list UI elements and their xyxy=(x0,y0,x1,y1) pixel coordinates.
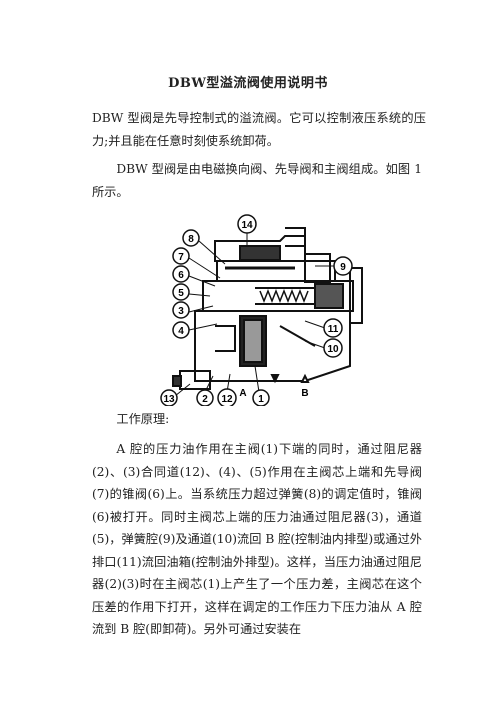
port-label-a: A xyxy=(239,388,246,399)
document-title: DBW型溢流阀使用说明书 xyxy=(168,76,328,91)
principle-paragraph: A 腔的压力油作用在主阀(1)下端的同时，通过阻尼器(2)、(3)合同道(12)… xyxy=(92,442,422,636)
callout-6: 6 xyxy=(172,265,190,283)
callout-4: 4 xyxy=(172,321,190,339)
leader-lines xyxy=(174,232,335,397)
svg-text:11: 11 xyxy=(328,324,339,335)
callout-10: 10 xyxy=(323,338,343,358)
svg-text:14: 14 xyxy=(241,220,253,231)
svg-text:B: B xyxy=(301,388,308,399)
svg-text:6: 6 xyxy=(178,270,184,281)
valve-diagram: 14 8 7 6 5 3 4 9 11 10 13 2 12 A 1 B xyxy=(160,214,363,406)
svg-text:8: 8 xyxy=(188,234,194,245)
callout-8: 8 xyxy=(182,229,200,247)
svg-text:9: 9 xyxy=(340,262,346,273)
callout-1: 1 xyxy=(252,389,270,406)
svg-text:3: 3 xyxy=(178,306,184,317)
svg-text:4: 4 xyxy=(178,326,184,337)
composition-paragraph: DBW 型阀是由电磁换向阀、先导阀和主阀组成。如图 1 所示。 xyxy=(92,162,422,199)
callout-13: 13 xyxy=(160,389,178,406)
callout-2: 2 xyxy=(196,389,214,406)
svg-text:A: A xyxy=(239,388,246,399)
callout-14: 14 xyxy=(237,214,257,234)
svg-text:1: 1 xyxy=(258,394,264,405)
svg-text:2: 2 xyxy=(202,394,208,405)
svg-text:13: 13 xyxy=(163,394,175,405)
svg-text:5: 5 xyxy=(178,288,184,299)
port-label-b: B xyxy=(301,388,308,399)
svg-text:12: 12 xyxy=(221,394,233,405)
main-valve-drawing xyxy=(172,310,351,390)
svg-text:7: 7 xyxy=(178,252,184,263)
pilot-valve-drawing xyxy=(202,267,363,324)
callout-11: 11 xyxy=(323,318,343,338)
callout-5: 5 xyxy=(172,283,190,301)
callouts: 14 8 7 6 5 3 4 9 11 10 13 2 12 A 1 B xyxy=(160,214,353,406)
callout-12: 12 xyxy=(217,388,237,406)
callout-9: 9 xyxy=(333,256,353,276)
intro-paragraph: DBW 型阀是先导控制式的溢流阀。它可以控制液压系统的压力;并且能在任意时刻使系… xyxy=(92,111,426,148)
principle-heading: 工作原理: xyxy=(116,412,170,426)
callout-3: 3 xyxy=(172,301,190,319)
solenoid-valve-drawing xyxy=(214,227,336,283)
svg-text:10: 10 xyxy=(327,344,339,355)
callout-7: 7 xyxy=(172,247,190,265)
